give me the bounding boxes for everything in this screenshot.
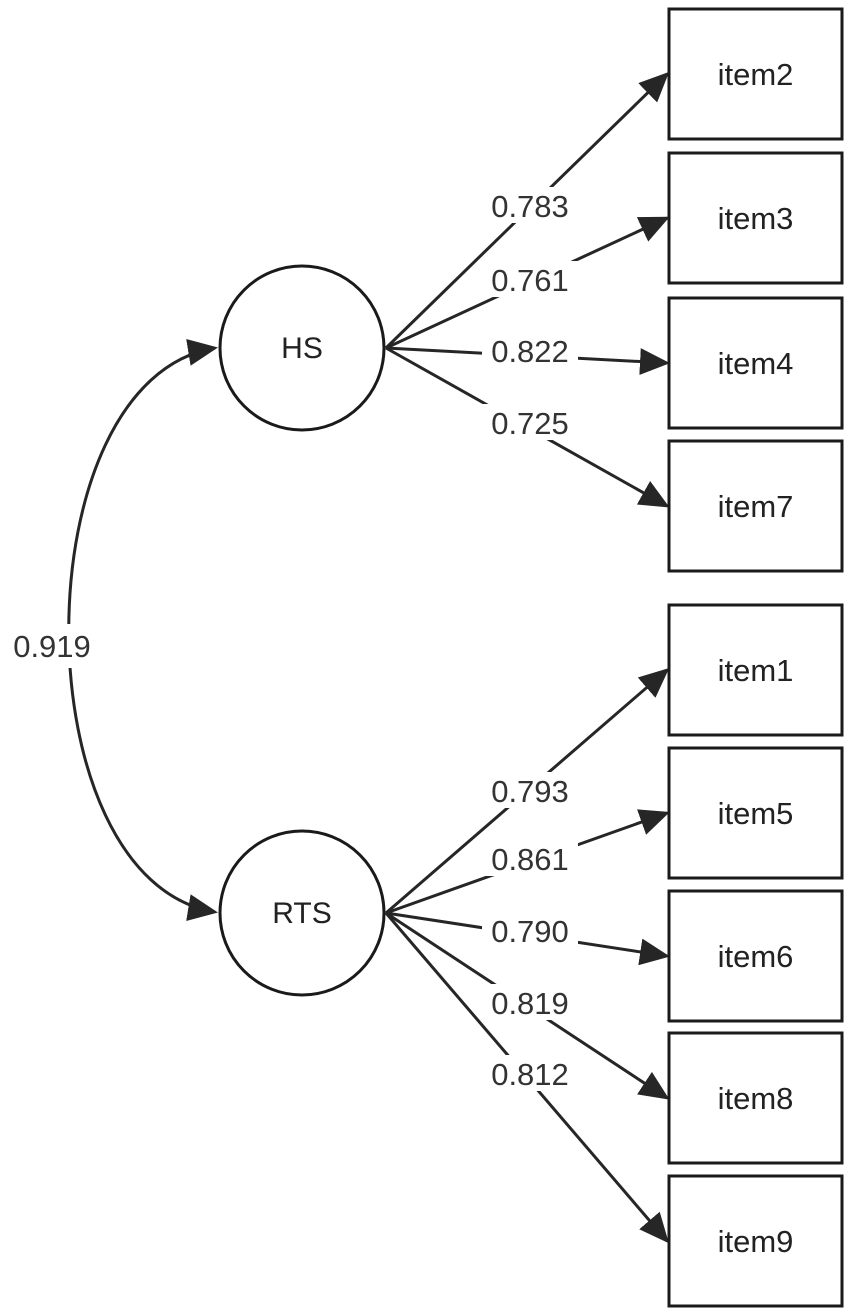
indicator-label-item3: item3 [718, 201, 794, 236]
loading-label-item8: 0.819 [491, 986, 569, 1021]
indicator-label-item2: item2 [718, 57, 794, 92]
loading-label-bg-item7 [482, 404, 578, 440]
indicator-box-item9 [667, 1174, 844, 1308]
latent-label-rts: RTS [272, 897, 331, 930]
indicator-label-item4: item4 [718, 346, 794, 381]
indicator-box-item8 [667, 1031, 844, 1165]
loading-label-bg-item1 [482, 772, 578, 808]
loading-label-item9: 0.812 [491, 1057, 569, 1092]
latent-label-hs: HS [281, 332, 323, 365]
loading-label-bg-item6 [482, 912, 578, 948]
loading-label-item4: 0.822 [491, 334, 569, 369]
loading-label-bg-item5 [482, 840, 578, 876]
loading-label-bg-item2 [482, 187, 578, 223]
indicator-label-item6: item6 [718, 939, 794, 974]
loading-label-bg-item8 [482, 984, 578, 1020]
indicator-label-item8: item8 [718, 1081, 794, 1116]
indicator-label-item7: item7 [718, 489, 794, 524]
loading-label-bg-item3 [482, 261, 578, 297]
latent-node-hs [218, 264, 386, 432]
loading-label-item6: 0.790 [491, 914, 569, 949]
loading-label-item7: 0.725 [491, 406, 569, 441]
indicator-label-item5: item5 [718, 796, 794, 831]
latent-node-rts [218, 829, 386, 997]
loading-label-item2: 0.783 [491, 189, 569, 224]
loading-label-item3: 0.761 [491, 263, 569, 298]
loading-label-bg-item9 [482, 1055, 578, 1091]
correlation-label-bg [4, 624, 100, 668]
indicator-label-item9: item9 [718, 1224, 794, 1259]
indicator-box-item4 [667, 296, 844, 430]
indicator-box-item2 [667, 7, 844, 141]
loading-label-item1: 0.793 [491, 774, 569, 809]
indicator-box-item3 [667, 151, 844, 285]
correlation-label: 0.919 [13, 629, 91, 664]
loading-label-item5: 0.861 [491, 842, 569, 877]
indicator-label-item1: item1 [718, 653, 794, 688]
indicator-box-item1 [667, 603, 844, 737]
loading-label-bg-item4 [482, 332, 578, 368]
indicator-box-item5 [667, 746, 844, 880]
indicator-box-item6 [667, 889, 844, 1023]
indicator-box-item7 [667, 439, 844, 573]
